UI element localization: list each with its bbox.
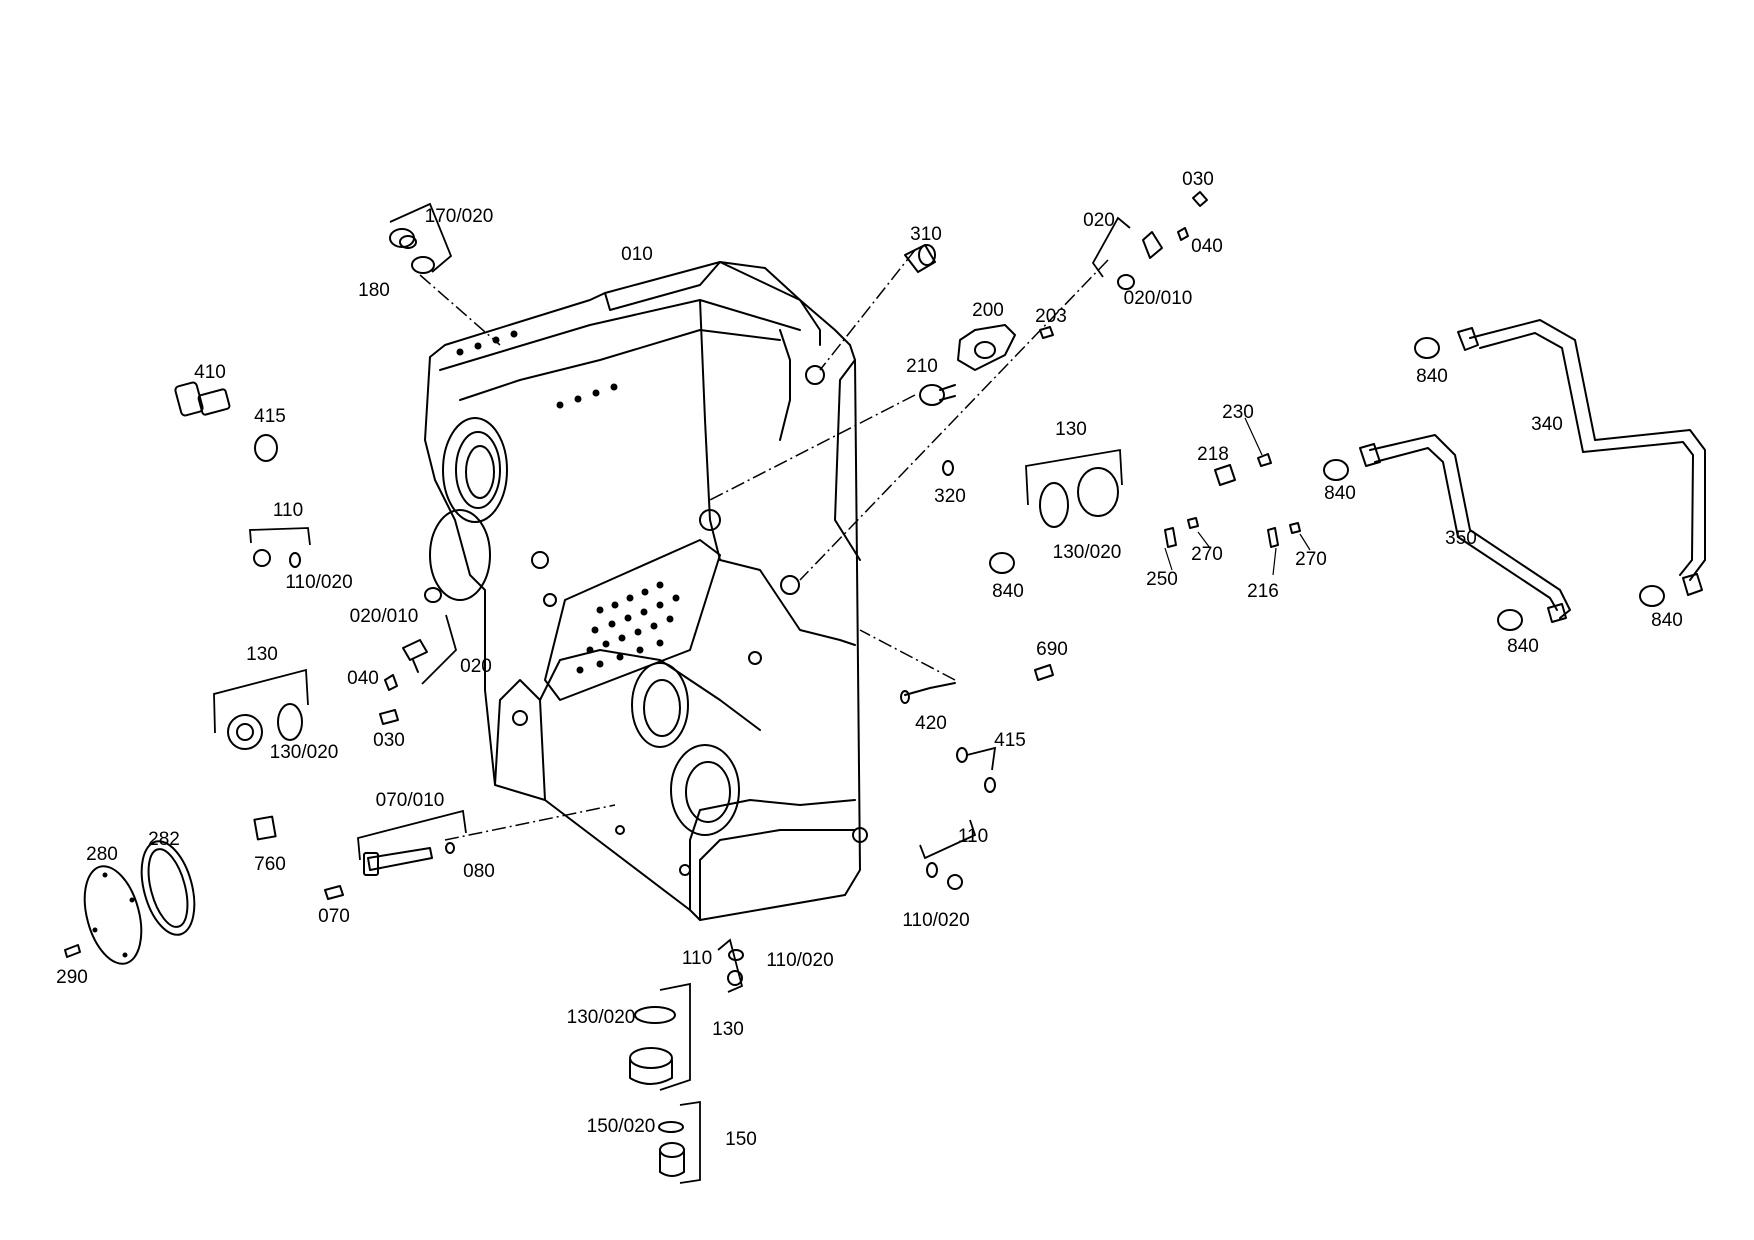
callout-340: 340 xyxy=(1531,414,1563,435)
callout-130-mid: 130 xyxy=(1055,419,1087,440)
part-130-left xyxy=(213,668,309,750)
part-150-bottom xyxy=(658,1100,701,1184)
callout-410: 320 xyxy=(934,486,966,507)
part-020-left xyxy=(379,587,458,725)
callout-216: 218 xyxy=(1197,444,1229,465)
part-070-shaft xyxy=(324,809,467,900)
callout-350: 350 xyxy=(1445,528,1477,549)
callout-280: 282 xyxy=(148,829,180,850)
callout-130-020-left: 130/020 xyxy=(270,742,339,763)
callout-130-020-bottom: 130/020 xyxy=(567,1007,636,1028)
callout-010: 010 xyxy=(621,244,653,265)
part-110-right xyxy=(919,819,977,890)
part-110-bottom xyxy=(717,938,744,993)
callout-250-a: 270 xyxy=(1191,544,1223,565)
part-110-left xyxy=(249,527,311,568)
callout-270: 280 xyxy=(86,844,118,865)
callout-150: 150 xyxy=(725,1129,757,1150)
callout-840-a: 840 xyxy=(1416,366,1448,387)
callout-110-left: 110 xyxy=(273,500,303,521)
callout-130-left: 130 xyxy=(246,644,278,665)
callout-040-left: 040 xyxy=(347,668,379,689)
callout-840-e: 840 xyxy=(1651,610,1683,631)
callout-020-010-left: 020/010 xyxy=(350,606,419,627)
callout-218: 230 xyxy=(1222,402,1254,423)
callout-130-020-mid: 130/020 xyxy=(1053,542,1122,563)
part-310-shaft xyxy=(174,381,278,462)
callout-080: 070 xyxy=(318,906,350,927)
callout-170-020: 180 xyxy=(358,280,390,301)
callout-040-right: 040 xyxy=(1191,236,1223,257)
callout-170: 170/020 xyxy=(425,206,494,227)
callout-200: 203 xyxy=(1035,306,1067,327)
part-270-cover xyxy=(64,865,143,965)
part-290-plug xyxy=(904,244,936,273)
part-203-sensor xyxy=(919,384,956,476)
callout-020-right: 020 xyxy=(1083,210,1115,231)
callout-020-left: 020 xyxy=(460,656,492,677)
part-180-flange xyxy=(957,324,1054,371)
part-340-pipe xyxy=(1457,319,1706,596)
callout-840-b: 840 xyxy=(1324,483,1356,504)
part-130-mid xyxy=(1025,448,1123,528)
part-130-bottom xyxy=(629,982,691,1091)
callout-020-010-right: 020/010 xyxy=(1124,288,1193,309)
callout-110-020-right: 110/020 xyxy=(902,910,969,931)
part-170-plug xyxy=(389,202,453,274)
callout-030-left: 030 xyxy=(373,730,405,751)
callout-210: 216 xyxy=(1247,581,1279,602)
part-840-fittings xyxy=(989,337,1665,631)
leader-lines xyxy=(419,249,1109,841)
callout-150-020: 150/020 xyxy=(587,1116,656,1137)
callout-320: 415 xyxy=(254,406,286,427)
callout-180: 200 xyxy=(972,300,1004,321)
callout-840-c: 840 xyxy=(992,581,1024,602)
callout-415: 415 xyxy=(994,730,1026,751)
callout-110-020-bottom: 110/020 xyxy=(766,950,833,971)
part-280-gasket xyxy=(140,840,196,936)
part-760 xyxy=(253,815,277,841)
callout-310: 410 xyxy=(194,362,226,383)
part-230-250-210 xyxy=(1164,517,1311,576)
callout-110-right: 110 xyxy=(958,826,988,847)
callout-282: 290 xyxy=(56,967,88,988)
callout-070-010: 080 xyxy=(463,861,495,882)
callout-250-b: 270 xyxy=(1295,549,1327,570)
callout-760: 760 xyxy=(254,854,286,875)
part-216-218 xyxy=(1214,417,1272,486)
valve-plate-holes xyxy=(576,581,680,674)
part-350-pipe xyxy=(1359,434,1571,623)
part-020-right xyxy=(1091,191,1208,290)
callout-130-bottom: 130 xyxy=(712,1019,744,1040)
callout-290: 310 xyxy=(910,224,942,245)
callout-420: 420 xyxy=(915,713,947,734)
callout-110-020-left: 110/020 xyxy=(285,572,352,593)
callout-203: 210 xyxy=(906,356,938,377)
part-415-orings xyxy=(956,746,997,793)
callout-070: 070/010 xyxy=(376,790,445,811)
callout-030-right: 030 xyxy=(1182,169,1214,190)
callout-labels: 010 170/020 180 410 415 110 110/020 020/… xyxy=(56,169,1683,1150)
callout-110-bottom: 110 xyxy=(682,948,712,969)
callout-840-d: 840 xyxy=(1507,636,1539,657)
callout-230: 250 xyxy=(1146,569,1178,590)
part-690-420 xyxy=(900,664,1054,704)
housing-010 xyxy=(424,261,868,921)
callout-690: 690 xyxy=(1036,639,1068,660)
